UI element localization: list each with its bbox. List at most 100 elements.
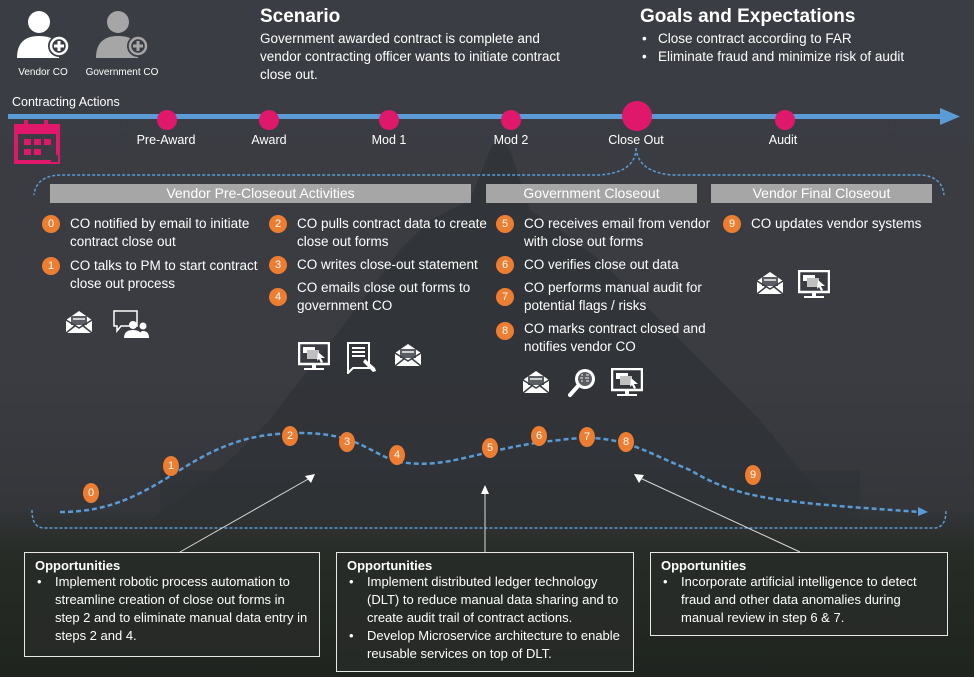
magnifier-icon (567, 368, 597, 398)
step-text: CO talks to PM to start contract close o… (70, 258, 258, 291)
step-number-badge: 5 (496, 215, 514, 233)
bracket-bottom (31, 509, 947, 529)
step-text: CO receives email from vendor with close… (524, 216, 711, 249)
step-number-badge: 3 (269, 256, 287, 274)
bracket-top-left (33, 147, 637, 196)
goals-section: Goals and Expectations Close contract ac… (640, 6, 960, 66)
opportunity-title: Opportunities (35, 558, 121, 573)
timeline (8, 101, 960, 131)
email-icon (65, 310, 93, 334)
milestone-marker[interactable] (259, 110, 279, 130)
step-text: CO writes close-out statement (297, 257, 478, 272)
step-number-badge: 7 (496, 288, 514, 306)
user-add-icon (96, 11, 149, 58)
step-item: 5 CO receives email from vendor with clo… (496, 215, 711, 251)
phase-header-vendor-pre-closeout: Vendor Pre-Closeout Activities (50, 184, 471, 203)
opportunity-list: Implement distributed ledger technology … (347, 573, 623, 663)
phase-header-vendor-final-closeout: Vendor Final Closeout (711, 184, 932, 203)
email-icon (522, 370, 550, 394)
scenario-section: Scenario Government awarded contract is … (260, 6, 580, 84)
step-number-badge: 4 (269, 288, 287, 306)
email-icon (394, 343, 422, 367)
timeline-arrow-head (940, 108, 960, 125)
step-number-badge: 1 (42, 257, 60, 275)
computer-icon (298, 342, 330, 372)
computer-icon (798, 270, 830, 300)
step-item: 1 CO talks to PM to start contract close… (42, 257, 262, 293)
milestone-marker[interactable] (775, 110, 795, 130)
goals-list: Close contract according to FAR Eliminat… (640, 30, 960, 66)
milestone-label: Mod 2 (493, 133, 529, 147)
role-label: Government CO (85, 67, 159, 78)
milestone-label: Pre-Award (136, 133, 196, 147)
meeting-icon (113, 310, 149, 338)
curve-step-marker: 0 (83, 483, 99, 503)
scenario-body: Government awarded contract is complete … (260, 31, 560, 82)
opportunity-item: Implement robotic process automation to … (35, 573, 309, 645)
role-label: Vendor CO (18, 67, 68, 78)
step-text: CO pulls contract data to create close o… (297, 216, 487, 249)
opportunity-list: Incorporate artificial intelligence to d… (661, 573, 937, 627)
role-government-co: Government CO (82, 8, 162, 78)
goal-item: Eliminate fraud and minimize risk of aud… (640, 48, 960, 66)
opportunity-list: Implement robotic process automation to … (35, 573, 309, 645)
milestone-label: Close Out (608, 133, 664, 147)
step-text: CO marks contract closed and notifies ve… (524, 321, 706, 354)
milestone-marker[interactable] (501, 110, 521, 130)
bracket-top-right (635, 147, 945, 196)
goals-title: Goals and Expectations (640, 6, 856, 27)
milestone-marker[interactable] (379, 110, 399, 130)
opportunity-item: Implement distributed ledger technology … (347, 573, 623, 627)
step-number-badge: 8 (496, 322, 514, 340)
step-text: CO emails close out forms to government … (297, 280, 471, 313)
step-number-badge: 0 (42, 215, 60, 233)
curve-step-marker: 8 (618, 432, 634, 452)
step-item: 2 CO pulls contract data to create close… (269, 215, 489, 251)
milestone-marker-active[interactable] (622, 101, 652, 131)
email-icon (756, 271, 784, 295)
step-number-badge: 6 (496, 256, 514, 274)
curve-step-marker: 6 (531, 426, 547, 446)
pointer-line (639, 477, 801, 553)
opportunity-title: Opportunities (661, 558, 747, 573)
opportunity-box-ai: Opportunities Incorporate artificial int… (650, 552, 948, 636)
milestone-label: Award (251, 133, 287, 147)
milestone-label: Audit (768, 133, 798, 147)
timeline-line (8, 114, 944, 119)
curve-step-marker: 2 (282, 426, 298, 446)
opportunity-item: Incorporate artificial intelligence to d… (661, 573, 937, 627)
process-curve (59, 431, 921, 514)
curve-step-marker: 7 (579, 427, 595, 447)
pointer-line (179, 477, 311, 553)
milestone-label: Mod 1 (371, 133, 407, 147)
pointer-arrow-head (305, 474, 315, 483)
opportunity-box-dlt: Opportunities Implement distributed ledg… (336, 552, 634, 672)
computer-icon (611, 368, 643, 398)
pointer-arrow-head (481, 485, 489, 494)
step-number-badge: 9 (723, 215, 741, 233)
opportunity-box-rpa: Opportunities Implement robotic process … (24, 552, 320, 657)
step-item: 8 CO marks contract closed and notifies … (496, 320, 721, 356)
milestone-marker[interactable] (157, 110, 177, 130)
curve-step-marker: 3 (339, 432, 355, 452)
role-vendor-co: Vendor CO (3, 8, 83, 78)
step-text: CO verifies close out data (524, 257, 679, 272)
step-item: 3 CO writes close-out statement (269, 256, 494, 274)
user-add-icon (17, 11, 70, 58)
curve-step-marker: 9 (745, 465, 761, 485)
process-curve-arrow (918, 507, 928, 516)
opportunity-title: Opportunities (347, 558, 433, 573)
step-item: 6 CO verifies close out data (496, 256, 711, 274)
step-item: 9 CO updates vendor systems (723, 215, 943, 233)
curve-step-marker: 5 (482, 438, 498, 458)
scenario-title: Scenario (260, 6, 341, 27)
step-number-badge: 2 (269, 215, 287, 233)
step-item: 0 CO notified by email to initiate contr… (42, 215, 272, 251)
opportunity-item: Develop Microservice architecture to ena… (347, 627, 623, 663)
step-text: CO performs manual audit for potential f… (524, 280, 702, 313)
goal-item: Close contract according to FAR (640, 30, 960, 48)
phase-header-government-closeout: Government Closeout (486, 184, 697, 203)
step-text: CO notified by email to initiate contrac… (70, 216, 250, 249)
calendar-icon (14, 120, 60, 164)
